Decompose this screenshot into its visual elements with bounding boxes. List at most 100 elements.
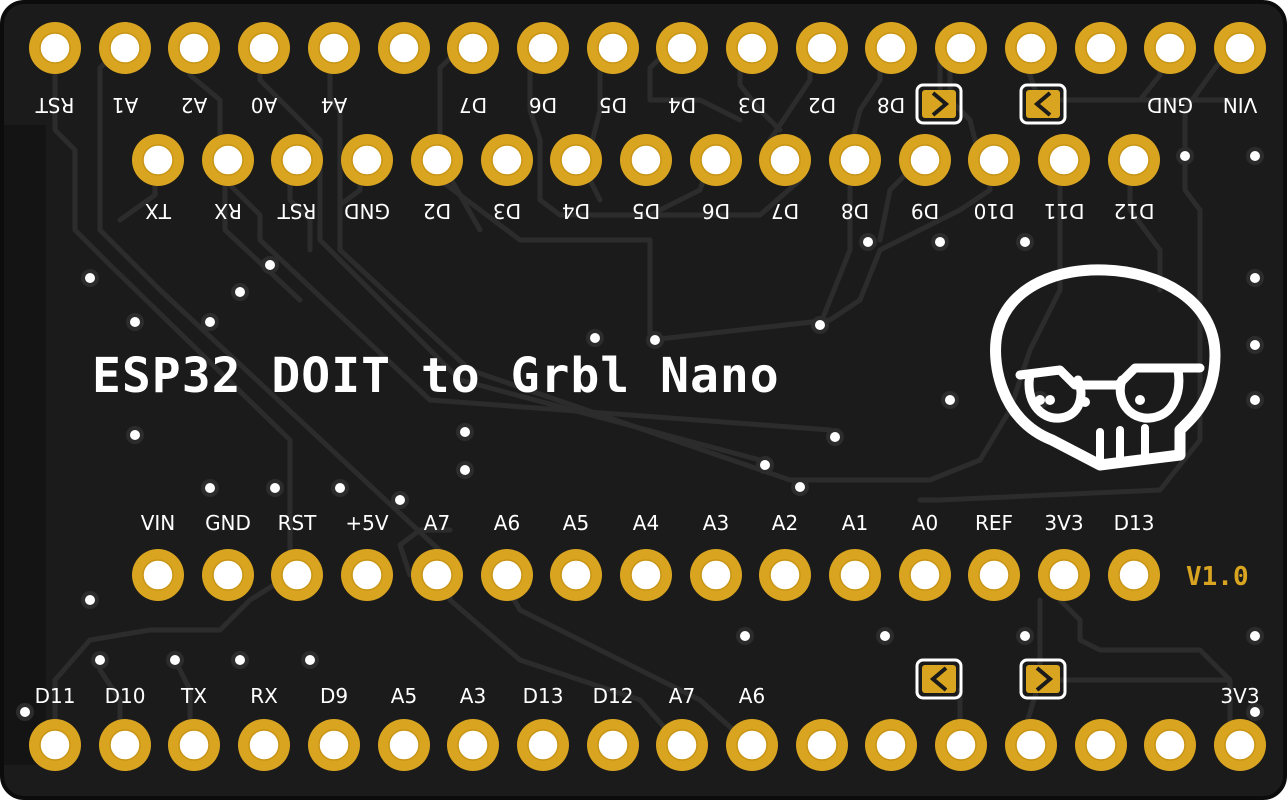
header-second-pin-6[interactable] (481, 134, 533, 186)
header-second-pin-8[interactable] (620, 134, 672, 186)
header-bottom-pin-1[interactable] (29, 719, 81, 771)
header-top-pin-14[interactable] (935, 22, 987, 74)
header-second-pin-10[interactable] (759, 134, 811, 186)
via-28 (391, 491, 409, 509)
header-top-pin-3[interactable] (168, 22, 220, 74)
header-third-pin-label: A2 (772, 511, 798, 535)
header-bottom-pin-8[interactable] (517, 719, 569, 771)
header-second-pin-2[interactable] (202, 134, 254, 186)
header-bottom-pin-4[interactable] (238, 719, 290, 771)
header-second-pin-11[interactable] (829, 134, 881, 186)
via-35 (166, 651, 184, 669)
header-top-pin-label: VIN (1223, 93, 1258, 117)
header-bottom-pin-7[interactable] (447, 719, 499, 771)
header-top-pin-12[interactable] (796, 22, 848, 74)
via-15 (1246, 336, 1264, 354)
header-top-pin-17[interactable] (1144, 22, 1196, 74)
via-7 (646, 331, 664, 349)
header-second-pin-7[interactable] (550, 134, 602, 186)
header-bottom-pin-17[interactable] (1144, 719, 1196, 771)
header-top-pin-label: RST (35, 93, 75, 117)
via-29 (81, 591, 99, 609)
header-second-pin-14[interactable] (1038, 134, 1090, 186)
header-second-pin-label: D4 (562, 199, 590, 223)
header-top-pin-label: GND (1147, 93, 1193, 117)
via-30 (736, 627, 754, 645)
header-third-pin-label: 3V3 (1044, 511, 1083, 535)
header-top-pin-18[interactable] (1214, 22, 1266, 74)
via-14 (1246, 147, 1264, 165)
via-13 (1176, 147, 1194, 165)
header-third-pin-2[interactable] (202, 549, 254, 601)
header-top-pin-10[interactable] (656, 22, 708, 74)
header-bottom-pin-5[interactable] (308, 719, 360, 771)
header-third-pin-13[interactable] (968, 549, 1020, 601)
header-top-pin-7[interactable] (447, 22, 499, 74)
header-bottom-pin-15[interactable] (1005, 719, 1057, 771)
header-top-pin-label: D5 (599, 93, 627, 117)
header-third-pin-label: A6 (494, 511, 520, 535)
header-third-pin-label: A1 (842, 511, 868, 535)
header-third-pin-11[interactable] (829, 549, 881, 601)
header-bottom-pin-label: RX (250, 684, 278, 708)
header-top-pin-2[interactable] (99, 22, 151, 74)
header-bottom-pin-label: 3V3 (1220, 684, 1259, 708)
header-second-pin-label: D7 (771, 199, 799, 223)
header-second-pin-3[interactable] (271, 134, 323, 186)
via-19 (126, 426, 144, 444)
header-top-pin-4[interactable] (238, 22, 290, 74)
header-top-pin-15[interactable] (1005, 22, 1057, 74)
solder-jumper-top-left[interactable] (915, 83, 963, 125)
header-bottom-pin-3[interactable] (168, 719, 220, 771)
header-second-pin-1[interactable] (132, 134, 184, 186)
header-second-pin-15[interactable] (1108, 134, 1160, 186)
solder-jumper-top-right[interactable] (1019, 83, 1067, 125)
header-top-pin-8[interactable] (517, 22, 569, 74)
header-bottom-pin-12[interactable] (796, 719, 848, 771)
header-bottom-pin-13[interactable] (865, 719, 917, 771)
header-third-pin-4[interactable] (341, 549, 393, 601)
header-bottom-pin-18[interactable] (1214, 719, 1266, 771)
header-third-pin-label: REF (975, 511, 1013, 535)
header-second-pin-13[interactable] (968, 134, 1020, 186)
header-bottom-pin-2[interactable] (99, 719, 151, 771)
header-bottom-pin-10[interactable] (656, 719, 708, 771)
header-bottom-pin-14[interactable] (935, 719, 987, 771)
header-top-pin-13[interactable] (865, 22, 917, 74)
header-top-pin-16[interactable] (1075, 22, 1127, 74)
header-bottom-pin-9[interactable] (587, 719, 639, 771)
header-top-pin-5[interactable] (308, 22, 360, 74)
header-third-pin-7[interactable] (550, 549, 602, 601)
header-bottom-pin-label: A5 (391, 684, 417, 708)
header-third-pin-10[interactable] (759, 549, 811, 601)
header-top-pin-6[interactable] (378, 22, 430, 74)
solder-jumper-bottom-left[interactable] (915, 658, 963, 700)
header-third-pin-8[interactable] (620, 549, 672, 601)
solder-jumper-bottom-right[interactable] (1019, 658, 1067, 700)
header-top-pin-9[interactable] (587, 22, 639, 74)
header-top-pin-11[interactable] (726, 22, 778, 74)
header-bottom-pin-11[interactable] (726, 719, 778, 771)
header-second-pin-label: D3 (493, 199, 521, 223)
header-third-pin-5[interactable] (411, 549, 463, 601)
header-third-pin-14[interactable] (1038, 549, 1090, 601)
header-top-pin-1[interactable] (29, 22, 81, 74)
header-third-pin-label: D13 (1114, 511, 1155, 535)
header-third-pin-12[interactable] (899, 549, 951, 601)
header-third-pin-6[interactable] (481, 549, 533, 601)
header-bottom-pin-16[interactable] (1075, 719, 1127, 771)
header-bottom-pin-label: D11 (35, 684, 76, 708)
header-third-pin-3[interactable] (271, 549, 323, 601)
header-second-pin-12[interactable] (899, 134, 951, 186)
header-second-pin-5[interactable] (411, 134, 463, 186)
header-second-pin-label: GND (344, 199, 390, 223)
header-bottom-pin-6[interactable] (378, 719, 430, 771)
header-second-pin-9[interactable] (690, 134, 742, 186)
header-third-pin-15[interactable] (1108, 549, 1160, 601)
header-third-pin-9[interactable] (690, 549, 742, 601)
header-second-pin-4[interactable] (341, 134, 393, 186)
header-third-pin-1[interactable] (132, 549, 184, 601)
